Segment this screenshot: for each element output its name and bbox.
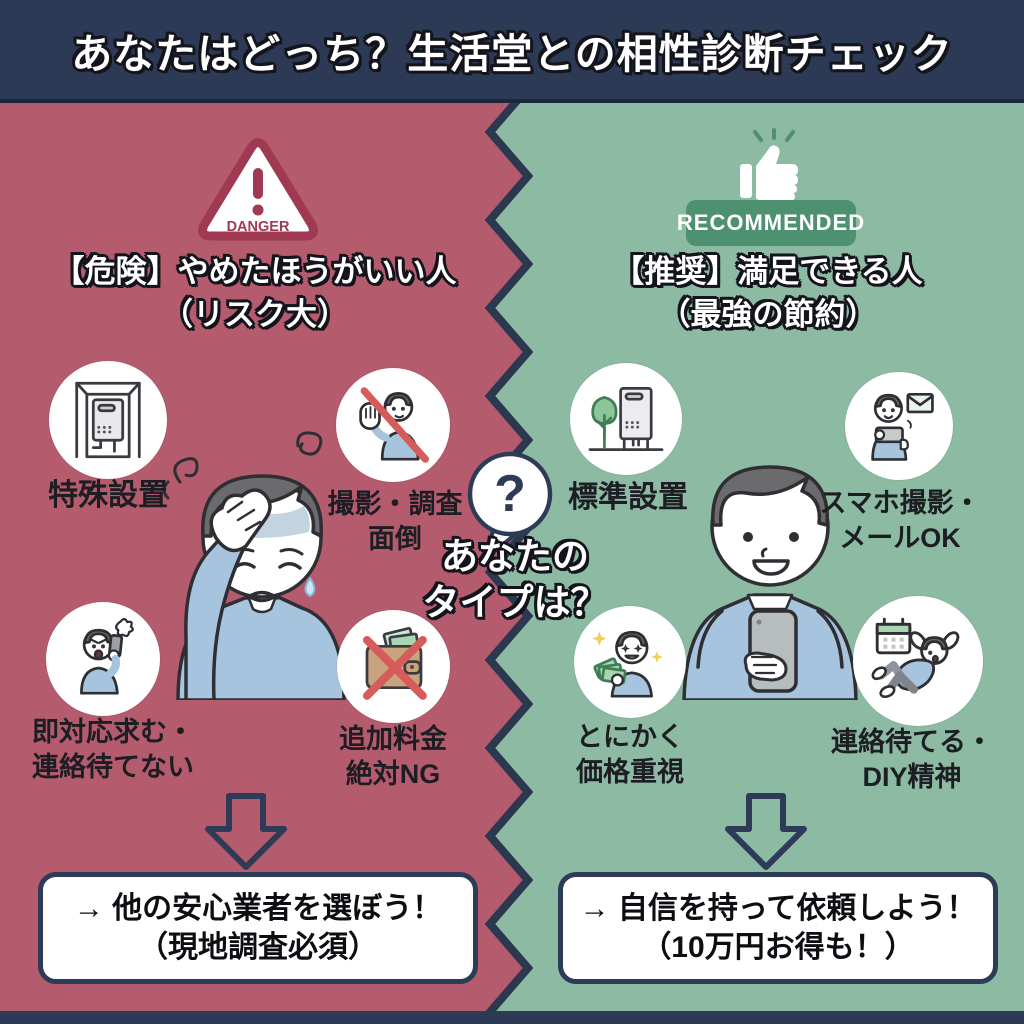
recommended-badge-label: RECOMMENDED xyxy=(676,210,866,235)
item-circle xyxy=(574,606,686,718)
item-label-line: 追加料金 xyxy=(339,724,447,754)
recommend-conclusion-line1: → 自信を持って依頼しよう！ xyxy=(579,892,977,925)
no-photo-survey-icon xyxy=(359,387,429,463)
question-mark: ? xyxy=(494,465,526,523)
your-type-caption: あなたの タイプは？ xyxy=(395,534,635,626)
down-arrow-icon xyxy=(205,793,287,870)
item-label-line: 標準設置 xyxy=(568,481,688,514)
danger-conclusion-box: → 他の安心業者を選ぼう！ （現地調査必須） xyxy=(38,872,478,984)
item-label-line: 絶対NG xyxy=(345,759,441,789)
worried-person-illustration xyxy=(162,431,346,700)
item-circle xyxy=(853,596,983,726)
item-circle xyxy=(46,602,160,716)
recommend-heading-line1: 【推奨】満足できる人 xyxy=(613,254,923,289)
item-label-line: 連絡待てる・ xyxy=(831,727,993,757)
recommend-heading-line2: （最強の節約） xyxy=(659,297,877,332)
item-label-line: とにかく xyxy=(576,722,684,752)
special-installation-icon xyxy=(75,381,141,459)
question-bubble: ? xyxy=(467,451,553,562)
angry-phone-call-icon xyxy=(80,618,134,695)
wait-contact-diy-icon xyxy=(871,617,960,699)
standard-installation-icon xyxy=(588,387,664,451)
item-circle xyxy=(337,610,450,723)
item-label: 撮影・調査 面倒 xyxy=(300,487,490,557)
item-label-line: 連絡待てない xyxy=(32,752,194,782)
item-label-line: スマホ撮影・ xyxy=(819,488,981,518)
danger-badge-label: DANGER xyxy=(227,219,290,235)
item-circle xyxy=(49,361,167,479)
danger-heading: 【危険】やめたほうがいい人 （リスク大） xyxy=(15,250,495,336)
page-title: あなたはどっち？生活堂との相性診断チェック xyxy=(71,30,953,77)
no-extra-fee-icon xyxy=(362,626,427,700)
item-circle xyxy=(336,368,450,482)
danger-triangle-icon: DANGER xyxy=(198,138,318,241)
price-focus-icon xyxy=(592,630,663,698)
recommended-badge: RECOMMENDED xyxy=(677,200,864,246)
item-label-line: 特殊設置 xyxy=(48,479,168,512)
item-label: 標準設置 xyxy=(538,480,718,516)
item-label-line: 面倒 xyxy=(368,524,422,554)
title-banner: あなたはどっち？生活堂との相性診断チェック xyxy=(0,0,1024,103)
item-label: 追加料金 絶対NG xyxy=(300,722,486,792)
danger-conclusion-line1: → 他の安心業者を選ぼう！ xyxy=(73,892,443,925)
item-label-line: メールOK xyxy=(839,523,961,553)
your-type-caption-line2: タイプは？ xyxy=(422,582,608,623)
smartphone-photo-mail-icon xyxy=(871,393,934,461)
item-label: スマホ撮影・ メールOK xyxy=(790,486,1010,556)
thumbs-up-icon xyxy=(740,128,798,200)
item-label: とにかく 価格重視 xyxy=(540,720,720,790)
zigzag-divider xyxy=(484,85,534,1024)
happy-person-illustration xyxy=(682,465,858,700)
item-label-line: 即対応求む・ xyxy=(32,717,194,747)
item-circle xyxy=(570,363,682,475)
bottom-border xyxy=(0,1011,1024,1024)
recommend-heading: 【推奨】満足できる人 （最強の節約） xyxy=(528,250,1008,336)
item-label: 連絡待てる・ DIY精神 xyxy=(800,725,1024,795)
item-label-line: DIY精神 xyxy=(862,762,962,792)
danger-heading-line1: 【危険】やめたほうがいい人 xyxy=(53,254,457,289)
down-arrow-icon xyxy=(725,793,807,870)
recommend-conclusion-line2: （10万円お得も！） xyxy=(641,931,915,964)
danger-conclusion-line2: （現地調査必須） xyxy=(138,931,378,964)
item-label-line: 価格重視 xyxy=(576,757,684,787)
item-label: 即対応求む・ 連絡待てない xyxy=(8,715,218,785)
item-label-line: 撮影・調査 xyxy=(327,489,463,519)
recommend-conclusion-box: → 自信を持って依頼しよう！ （10万円お得も！） xyxy=(558,872,998,984)
your-type-caption-line1: あなたの xyxy=(441,536,589,577)
item-label: 特殊設置 xyxy=(18,478,198,514)
danger-heading-line2: （リスク大） xyxy=(162,297,348,332)
item-circle xyxy=(845,372,953,480)
